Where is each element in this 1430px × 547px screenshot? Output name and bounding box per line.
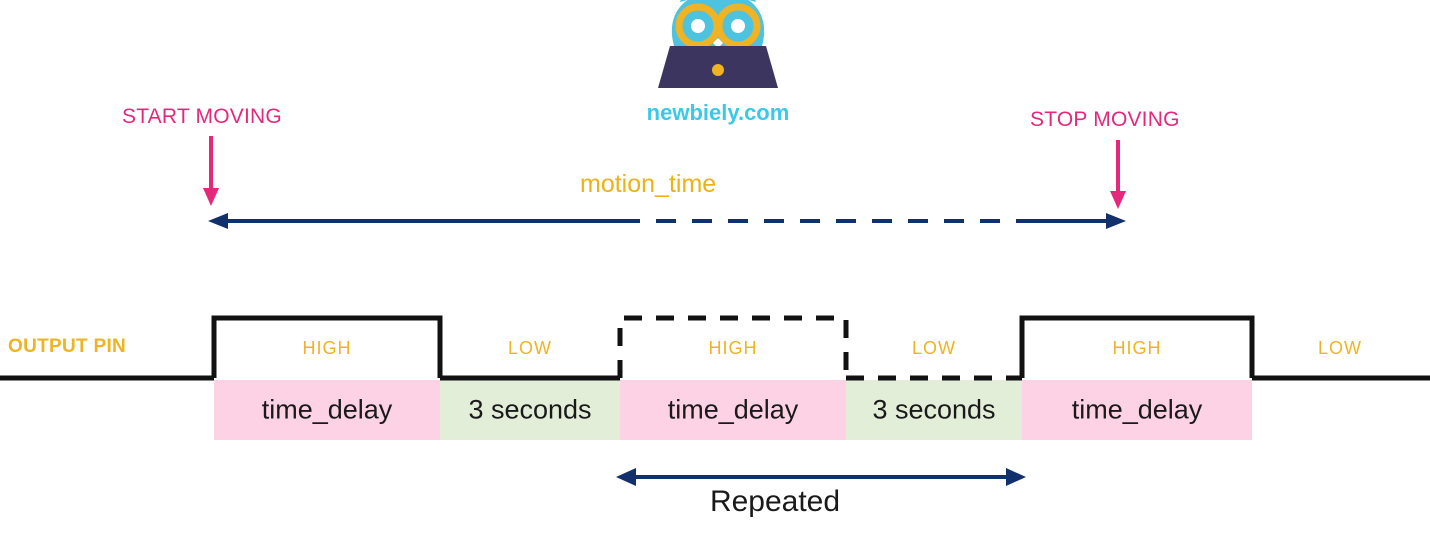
output-pin-label: OUTPUT PIN — [8, 336, 127, 357]
band-seconds-2: 3 seconds — [846, 380, 1022, 440]
band-label: time_delay — [1071, 394, 1203, 425]
level-text-low-3: LOW — [1317, 338, 1362, 358]
band-label: 3 seconds — [872, 394, 996, 425]
level-text-low-1: LOW — [507, 338, 552, 358]
start-moving-label: START MOVING — [122, 105, 282, 128]
motion-time-arrow — [208, 213, 1126, 229]
start-moving-arrow — [203, 136, 219, 206]
repeated-arrow — [616, 468, 1026, 486]
band-seconds-1: 3 seconds — [440, 380, 620, 440]
band-time-delay-1: time_delay — [214, 380, 440, 440]
level-text-low-2: LOW — [911, 338, 956, 358]
site-logo: newbiely.com — [628, 0, 808, 132]
band-time-delay-2: time_delay — [620, 380, 846, 440]
band-time-delay-3: time_delay — [1022, 380, 1252, 440]
level-text-high-1: HIGH — [302, 338, 352, 358]
band-label: time_delay — [667, 394, 799, 425]
repeated-label: Repeated — [0, 485, 1430, 519]
motion-time-label: motion_time — [580, 170, 717, 198]
band-label: 3 seconds — [468, 394, 592, 425]
level-text-high-3: HIGH — [1112, 338, 1162, 358]
level-text-high-2: HIGH — [708, 338, 758, 358]
logo-brand-text: newbiely.com — [646, 100, 790, 125]
band-label: time_delay — [261, 394, 393, 425]
repeated-text: Repeated — [709, 485, 841, 518]
stop-moving-label: STOP MOVING — [1030, 108, 1180, 131]
stop-moving-arrow — [1110, 140, 1126, 209]
owl-with-laptop-icon — [658, 0, 778, 88]
